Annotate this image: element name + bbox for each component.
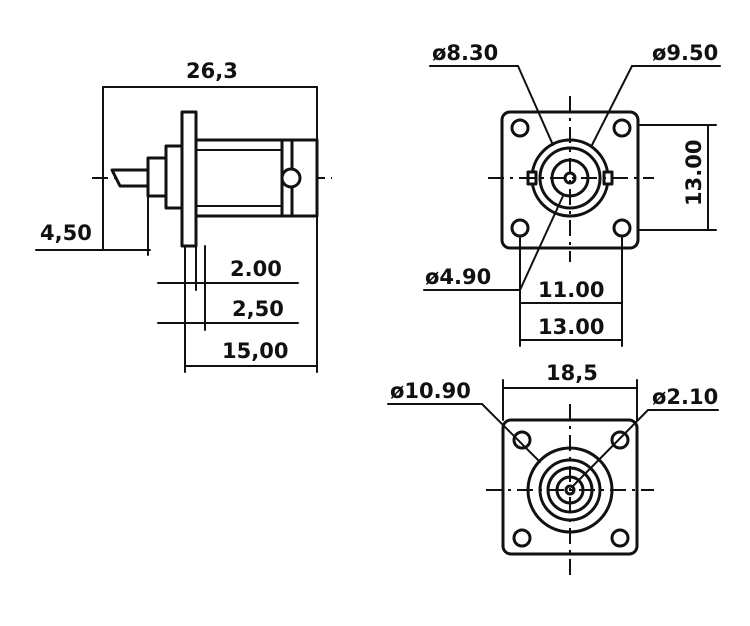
pin-length-label: 4,50 [40,221,92,245]
front-view: ø8.30 ø9.50 13.00 ø4.90 11.00 13.00 [423,41,721,347]
hole-diameter-label: ø4.90 [425,265,491,289]
outer-diameter-label: ø9.50 [652,41,718,65]
rear-flange-width-label: 18,5 [546,361,598,385]
pin-diameter-label: ø2.10 [652,385,718,409]
body-diameter-label: ø10.90 [390,379,471,403]
side-view: 26,3 4,50 2.00 2,50 15,00 [35,59,332,373]
overall-length-label: 26,3 [186,59,238,83]
bore-diameter-label: ø8.30 [432,41,498,65]
hole-spacing-label: 11.00 [538,278,604,302]
flange-width-label: 13.00 [538,315,604,339]
flange-height-label: 13.00 [682,140,706,206]
flange-thickness-label: 2.00 [230,257,282,281]
rear-view: 18,5 ø10.90 ø2.10 [387,361,719,576]
body-length-label: 15,00 [222,339,288,363]
flange-to-pin-label: 2,50 [232,297,284,321]
